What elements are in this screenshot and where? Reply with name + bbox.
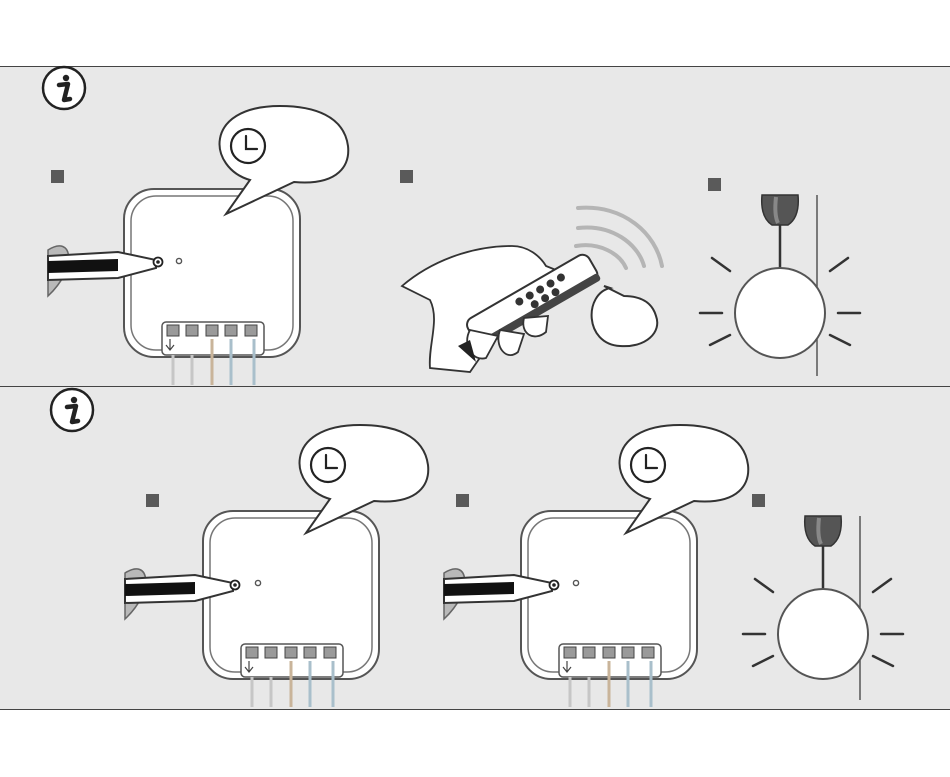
step-marker <box>51 170 64 183</box>
smart-module <box>203 511 379 707</box>
smart-module <box>124 189 300 385</box>
step-marker <box>400 170 413 183</box>
step-marker <box>752 494 765 507</box>
pendant-lamp-icon <box>700 195 860 358</box>
smart-module <box>521 511 697 707</box>
pendant-lamp-icon <box>743 516 903 679</box>
speech-bubble-empty <box>592 286 658 346</box>
info-icon <box>51 389 93 431</box>
step-marker <box>146 494 159 507</box>
step-marker <box>456 494 469 507</box>
step-marker <box>708 178 721 191</box>
info-icon <box>43 67 85 109</box>
hand-remote-icon <box>402 246 601 372</box>
